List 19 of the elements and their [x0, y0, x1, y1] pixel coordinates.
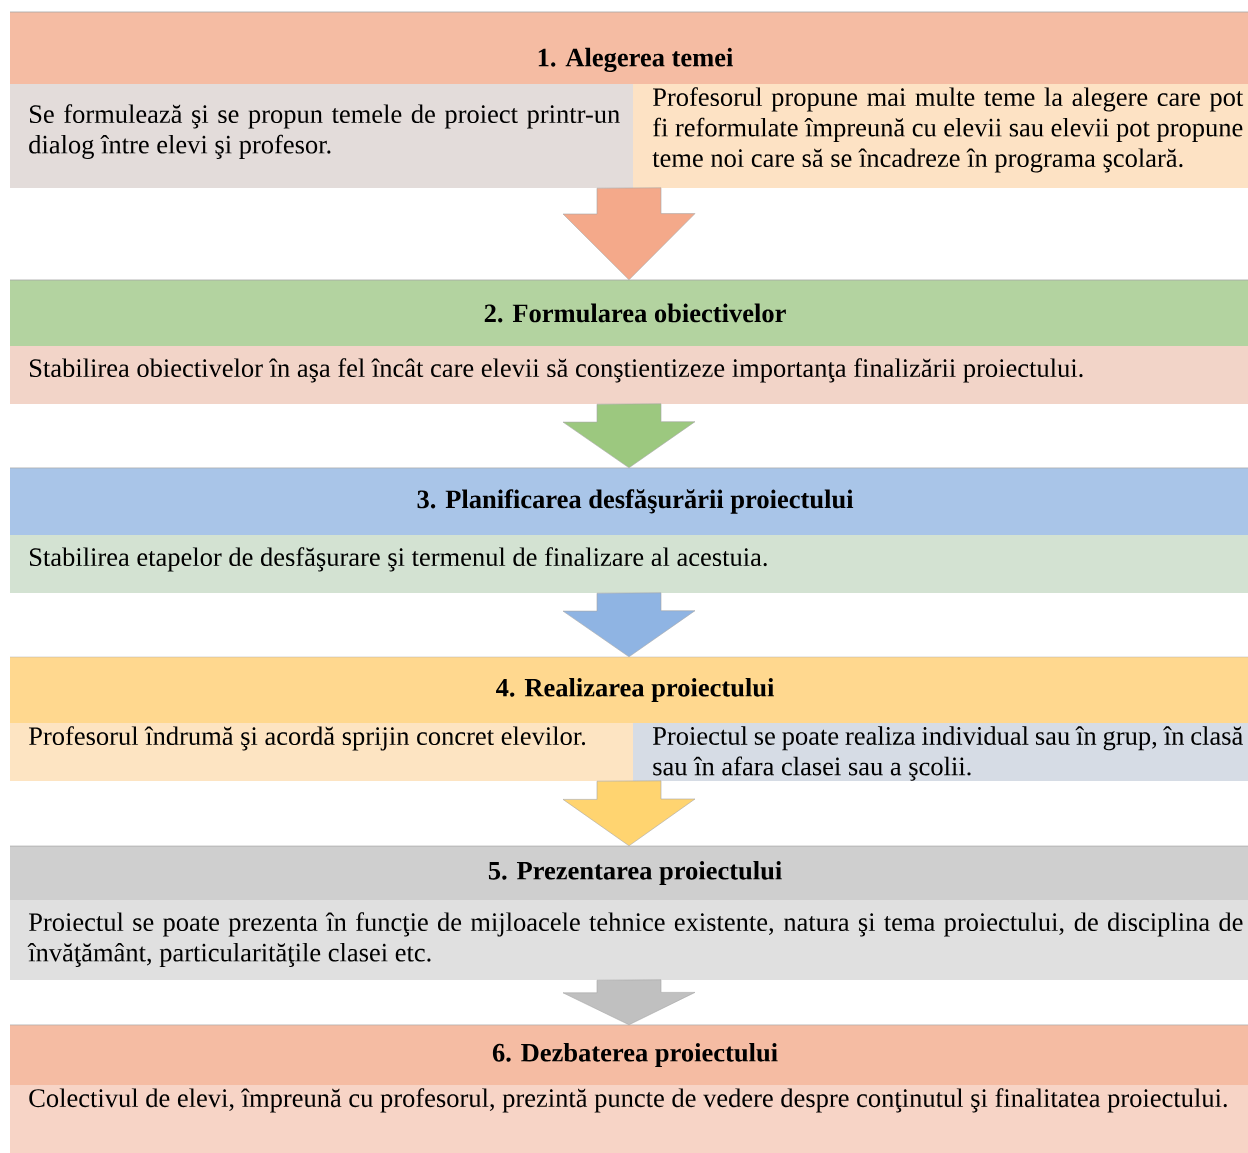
- arrow: [562, 780, 696, 847]
- arrow: [562, 979, 696, 1026]
- description-panel: Colectivul de elevi, împreună cu profesorul, prezintă puncte de vedere despre conţinutul şi finalitatea proiectului.: [10, 1085, 1248, 1153]
- description-panel: Proiectul se poate realiza individual sau în grup, în clasă sau în afara clasei sau a şcolii.: [633, 723, 1248, 781]
- description-panel: Stabilirea obiectivelor în aşa fel încât care elevii să conştientizeze importanţa finalizării proiectului.: [10, 346, 1248, 404]
- description-panel: Profesorul îndrumă şi acordă sprijin concret elevilor.: [10, 723, 633, 781]
- description-panel: Profesorul propune mai multe teme la alegere care pot fi reformulate împreună cu elevii sau elevii pot propune teme noi care să se încadreze în programa şcolară.: [633, 84, 1248, 188]
- heading-band: 1. Alegerea temei: [9, 11, 1248, 84]
- heading-band: 3. Planificarea desfăşurării proiectului: [9, 467, 1248, 535]
- heading-band: 6. Dezbaterea proiectului: [9, 1024, 1248, 1085]
- heading-band: 2. Formularea obiectivelor: [9, 279, 1248, 346]
- heading-band: 4. Realizarea proiectului: [9, 656, 1248, 723]
- heading-band: 5. Prezentarea proiectului: [9, 845, 1248, 900]
- description-panel: Stabilirea etapelor de desfăşurare şi termenul de finalizare al acestuia.: [10, 535, 1248, 593]
- description-panel: Se formulează şi se propun temele de proiect printr-un dialog între elevi şi profesor.: [10, 84, 633, 188]
- arrow: [562, 403, 696, 469]
- arrow: [562, 592, 696, 658]
- arrow: [562, 187, 696, 281]
- description-panel: Proiectul se poate prezenta în funcţie de mijloacele tehnice existente, natura şi tema proiectului, de disciplina de învăţământ, particularităţile clasei etc.: [10, 900, 1248, 980]
